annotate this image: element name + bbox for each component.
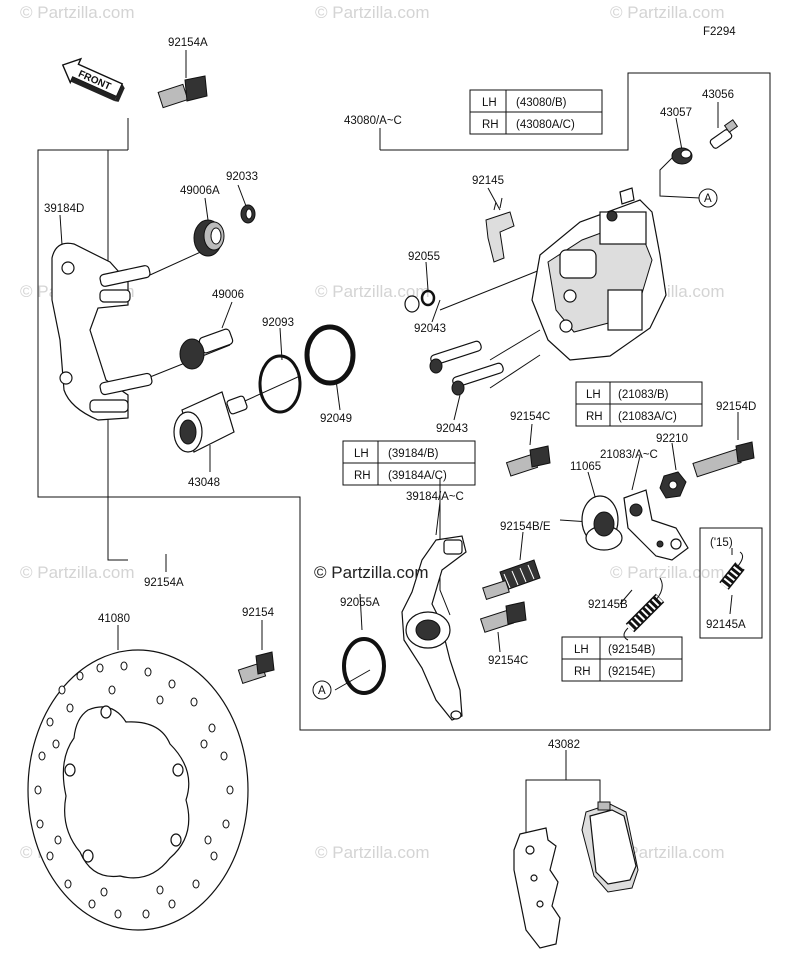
bolt-92154C-lower — [479, 601, 527, 633]
brand-overlay: © Partzilla.com — [314, 563, 429, 582]
bolt-92154A-top — [157, 75, 208, 109]
spring-92145B — [623, 577, 665, 641]
part-callout: 92154A — [144, 577, 184, 589]
cap-11065 — [581, 495, 623, 551]
bolt-92154C-upper — [505, 445, 551, 477]
watermark: © Partzilla.com — [20, 3, 135, 22]
part-callout: 92154C — [510, 411, 550, 423]
nut-92210 — [659, 471, 687, 499]
piston-43048 — [173, 391, 248, 453]
part-callout: 43057 — [660, 107, 692, 119]
bleeder-43056 — [709, 119, 739, 149]
clip-92145 — [485, 197, 515, 263]
watermark: © Partzilla.com — [20, 563, 135, 582]
holder-39184 — [401, 535, 467, 721]
part-callout: 92154 — [242, 607, 275, 619]
model-year-box — [699, 527, 763, 639]
bolt-side-table: LH (92154B) RH (92154E) — [561, 636, 683, 682]
part-callout: 92055A — [340, 597, 380, 609]
bolt-92154 — [237, 651, 275, 684]
part-callout: 11065 — [570, 461, 601, 473]
seal-92093 — [258, 354, 302, 414]
part-callout: 21083/A~C — [600, 449, 658, 461]
caliper-body — [531, 187, 667, 361]
table-side: RH — [354, 470, 371, 482]
part-callout: 43082 — [548, 739, 580, 751]
callout-labels: 92154A 43080/A~C 43056 43057 92033 49006… — [44, 37, 756, 751]
reference-a-label: A — [704, 193, 712, 205]
table-side: RH — [574, 666, 591, 678]
part-callout: 92154D — [716, 401, 756, 413]
watermark: © Partzilla.com — [315, 3, 430, 22]
part-callout: 92043 — [436, 423, 468, 435]
table-part: (92154E) — [608, 666, 655, 678]
reference-a-icon: A — [698, 188, 718, 208]
part-callout: 39184D — [44, 203, 84, 215]
reference-a-icon: A — [312, 680, 332, 700]
pin-49006 — [179, 328, 234, 370]
part-callout: 49006A — [180, 185, 220, 197]
table-side: LH — [574, 644, 589, 656]
reference-a-label: A — [318, 685, 326, 697]
part-callout: 41080 — [98, 613, 130, 625]
part-callout: 92055 — [408, 251, 440, 263]
ring-92033 — [240, 204, 256, 224]
cap-43057 — [671, 147, 693, 165]
washer-92055 — [404, 289, 436, 313]
table-part: (43080/B) — [516, 97, 567, 109]
part-callout: 43080/A~C — [344, 115, 402, 127]
table-part: (21083/B) — [618, 389, 669, 401]
watermark: © Partzilla.com — [610, 843, 725, 862]
holder-side-table: LH (39184/B) RH (39184A/C) — [342, 440, 476, 486]
part-callout: 39184/A~C — [406, 491, 464, 503]
pin-92043 — [429, 340, 504, 396]
bracket-side-table: LH (21083/B) RH (21083A/C) — [575, 381, 703, 427]
boot-49006A — [193, 219, 225, 257]
table-side: LH — [482, 97, 497, 109]
table-part: (43080A/C) — [516, 119, 575, 131]
part-callout: 92154A — [168, 37, 208, 49]
bolt-92154D — [692, 441, 755, 478]
part-callout: 92145 — [472, 175, 504, 187]
table-part: (39184A/C) — [388, 470, 447, 482]
bolt-92154BE — [482, 559, 541, 601]
spring-92145A — [719, 551, 745, 590]
caliper-side-table: LH (43080/B) RH (43080A/C) — [469, 89, 603, 135]
part-callout: 92145B — [588, 599, 628, 611]
figure-code: F2294 — [703, 26, 736, 38]
table-side: RH — [482, 119, 499, 131]
part-callout: 92049 — [320, 413, 352, 425]
table-side: RH — [586, 411, 603, 423]
caliper-bracket — [51, 242, 153, 421]
part-callout: 43056 — [702, 89, 734, 101]
table-part: (39184/B) — [388, 448, 439, 460]
table-side: LH — [354, 448, 369, 460]
part-callout: 43048 — [188, 477, 220, 489]
part-callout: 92154C — [488, 655, 528, 667]
part-callout: ('15) — [710, 537, 733, 549]
seal-92049 — [304, 324, 356, 386]
part-callout: 92033 — [226, 171, 258, 183]
part-callout: 92210 — [656, 433, 688, 445]
watermark: © Partzilla.com — [610, 3, 725, 22]
oring-92055A — [342, 637, 386, 695]
table-part: (92154B) — [608, 644, 655, 656]
table-part: (21083A/C) — [618, 411, 677, 423]
part-callout: 92043 — [414, 323, 446, 335]
watermark: © Partzilla.com — [610, 563, 725, 582]
brake-disc-41080 — [27, 649, 249, 931]
brake-pads-43082 — [513, 801, 639, 949]
part-callout: 49006 — [212, 289, 244, 301]
part-callout: 92154B/E — [500, 521, 551, 533]
front-arrow-icon: FRONT — [61, 57, 125, 102]
table-side: LH — [586, 389, 601, 401]
part-callout: 92145A — [706, 619, 746, 631]
bracket-21083 — [623, 489, 689, 561]
part-callout: 92093 — [262, 317, 294, 329]
watermark: © Partzilla.com — [315, 282, 430, 301]
watermark: © Partzilla.com — [315, 843, 430, 862]
